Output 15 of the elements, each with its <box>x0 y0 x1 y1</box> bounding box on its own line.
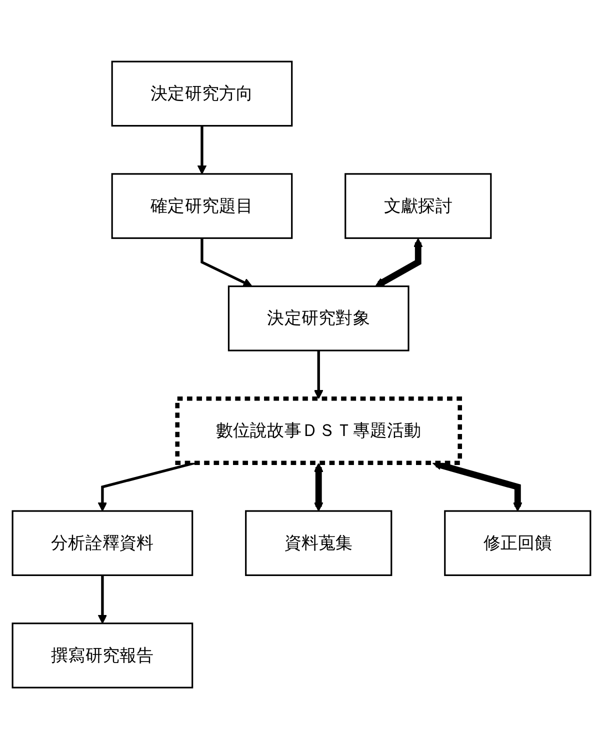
node-box: 修正回饋 <box>444 510 592 576</box>
node-box: 資料蒐集 <box>245 510 392 576</box>
node-box: 確定研究題目 <box>111 174 293 240</box>
arrow <box>314 350 324 400</box>
node-box: 文獻探討 <box>344 174 492 240</box>
node-box: 決定研究對象 <box>228 286 410 352</box>
arrow <box>200 238 252 288</box>
arrow <box>98 576 108 624</box>
arrow <box>197 126 207 175</box>
node-box: 撰寫研究報告 <box>12 623 194 689</box>
arrow <box>375 238 423 288</box>
arrow <box>314 463 324 512</box>
node-box: 分析詮釋資料 <box>12 510 194 576</box>
node-box: 數位說故事ＤＳＴ專題活動 <box>175 396 462 466</box>
node-box: 決定研究方向 <box>111 61 293 127</box>
